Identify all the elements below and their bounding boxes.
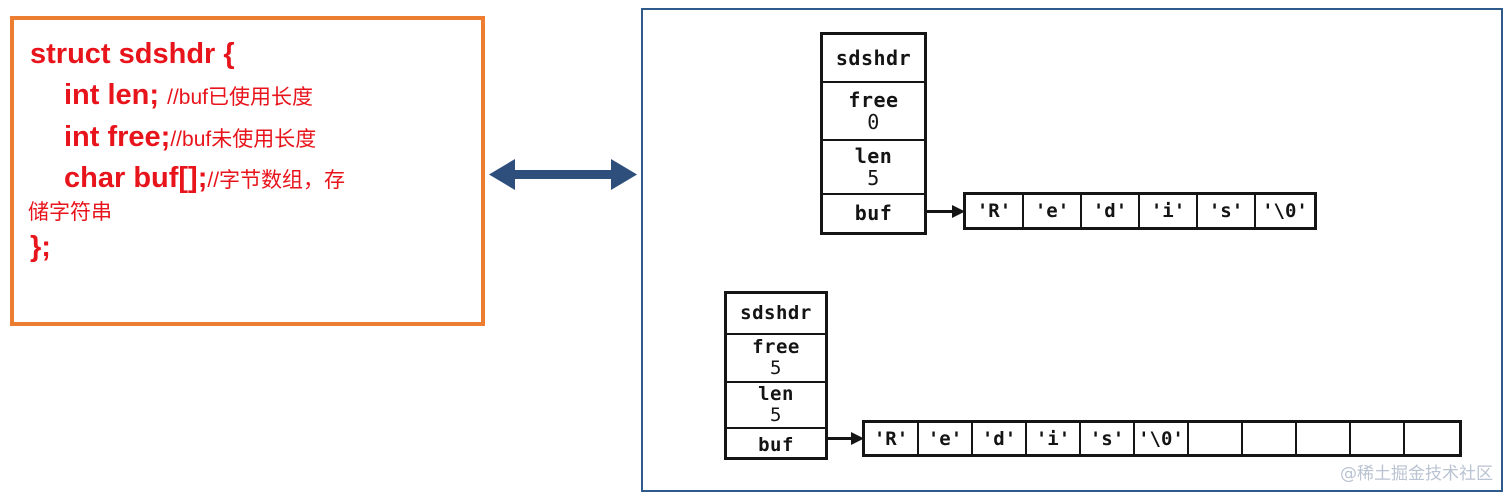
char-cell-empty [1189,423,1243,454]
struct-title-1: sdshdr [823,35,924,83]
struct-field-len-1: len 5 [823,141,924,195]
field-name: len [854,143,893,168]
field-name: len [758,382,794,405]
field-value: 5 [770,404,782,426]
char-array-2: 'R''e''d''i''s''\0' [862,420,1462,457]
char-cell-empty [1405,423,1459,454]
code-line-struct-decl: struct sdshdr { [30,34,471,75]
char-cell: 'e' [919,423,973,454]
char-cell: 'd' [973,423,1027,454]
char-cell-empty [1243,423,1297,454]
sdshdr-struct-code-box: struct sdshdr { int len; //buf已使用长度 int … [10,16,485,326]
field-name: free [752,335,800,358]
char-array-1: 'R''e''d''i''s' '\0' [963,192,1317,230]
field-value: 5 [770,357,782,379]
field-name: buf [854,201,893,226]
field-value: 5 [867,166,880,190]
sdshdr-struct-box-2: sdshdr free 5 len 5 buf [724,291,828,460]
code-comment-continuation: 储字符串 [28,200,112,224]
char-cell: '\0' [1135,423,1189,454]
code-line-int-free: int free;//buf未使用长度 [30,117,471,158]
code-text: char buf[]; [64,162,208,195]
field-name: free [848,87,899,112]
code-comment: //buf已使用长度 [167,86,313,110]
char-cell: 's' [1081,423,1135,454]
char-cell: 'i' [1027,423,1081,454]
struct-field-len-2: len 5 [727,383,825,429]
buf-pointer-arrow-2 [827,430,865,448]
char-cell-empty [1297,423,1351,454]
watermark-text: @稀土掘金技术社区 [1340,464,1493,484]
code-line-closing-brace: }; [30,231,51,264]
sds-memory-diagram-panel: sdshdr free 0 len 5 buf 'R''e''d''i''s''… [641,8,1503,492]
code-line-char-buf: char buf[];//字节数组，存 [30,158,471,199]
struct-field-buf-2: buf [727,429,825,463]
char-cell: '\0' [1262,200,1308,222]
buf-pointer-arrow-1 [926,203,966,221]
struct-title-2: sdshdr [727,294,825,335]
code-text: int len; [64,79,168,112]
struct-title-text: sdshdr [740,301,812,324]
code-comment: //buf未使用长度 [170,127,317,151]
field-name: buf [758,434,794,457]
char-cell: 's' [1198,195,1256,227]
char-cell-empty [1351,423,1405,454]
double-headed-arrow-icon [487,152,639,198]
struct-title-text: sdshdr [835,45,912,70]
field-value: 0 [867,110,880,134]
code-line-int-len: int len; //buf已使用长度 [30,75,471,116]
struct-field-free-1: free 0 [823,83,924,141]
struct-field-buf-1: buf [823,195,924,232]
sdshdr-struct-box-1: sdshdr free 0 len 5 buf [820,32,927,235]
char-cell: 'R' [865,423,919,454]
struct-field-free-2: free 5 [727,335,825,383]
char-cell: 'R' [966,195,1024,227]
code-text: int free; [64,120,171,153]
char-cell: 'e' [1024,195,1082,227]
char-cell: 'd' [1082,195,1140,227]
char-cell: 'i' [1140,195,1198,227]
code-text: struct sdshdr { [30,38,235,70]
code-comment: //字节数组，存 [207,169,346,193]
